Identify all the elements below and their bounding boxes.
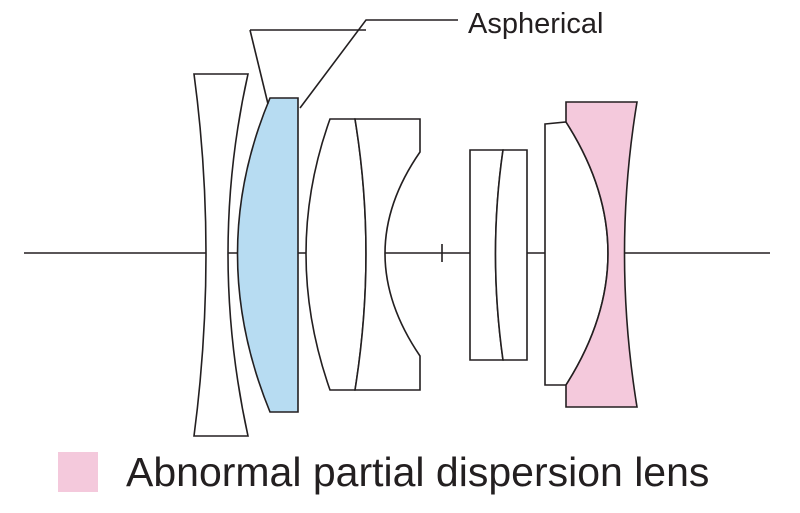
aspherical-callout-leader (299, 19, 458, 109)
legend-swatch-abnormal-dispersion (58, 452, 98, 492)
lens-element-8-abnormal-dispersion (565, 101, 638, 408)
aspherical-label: Aspherical (468, 8, 604, 40)
legend-label: Abnormal partial dispersion lens (126, 449, 710, 495)
legend: Abnormal partial dispersion lens (58, 444, 709, 500)
lens-element-1 (193, 73, 249, 437)
aspherical-callout-leader-2 (249, 29, 269, 105)
lens-element-2-aspherical (236, 97, 299, 413)
lens-element-6 (494, 149, 528, 361)
lens-element-3 (305, 118, 367, 391)
lens-element-4 (354, 118, 421, 391)
